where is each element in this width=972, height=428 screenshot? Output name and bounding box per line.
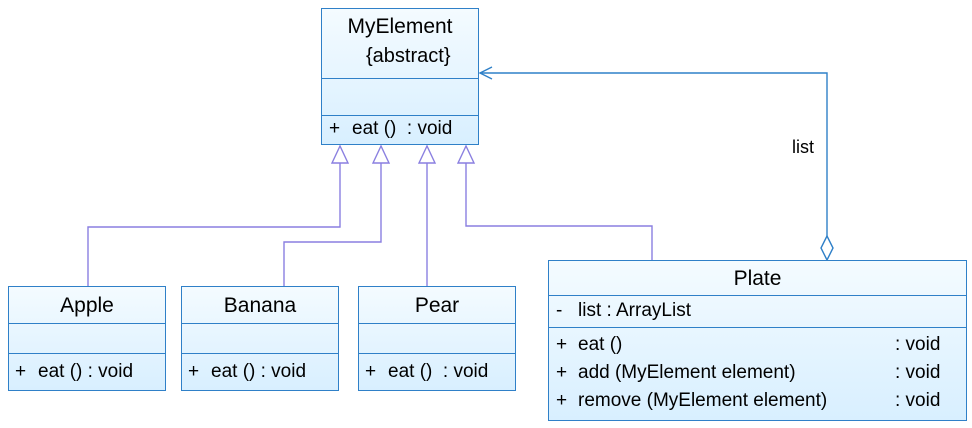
attributes-compartment [549,295,966,328]
aggregation-diamond [820,234,834,262]
operation-eat-return: : void [895,334,941,355]
class-banana[interactable]: Banana + eat () : void [181,286,339,391]
operation-eat: eat () : void [211,361,307,382]
class-name: Pear [414,294,460,317]
aggregation-arrowhead [478,66,493,80]
class-plate[interactable]: Plate - list : ArrayList + eat () : void… [548,260,967,421]
operation-add: add (MyElement element) [578,362,796,383]
attributes-compartment [322,78,478,116]
operation-visibility: + [556,334,568,355]
attribute-list: list : ArrayList [578,300,691,321]
pear-generalization-arrow [417,144,437,164]
class-name: Apple [60,294,114,317]
operations-compartment [359,353,515,392]
aggregation-line [480,72,828,236]
operation-visibility: + [15,361,27,382]
plate-generalization-line [465,163,653,260]
class-myelement[interactable]: MyElement {abstract} + eat () : void [321,8,479,145]
operation-remove-return: : void [895,390,941,411]
operation-remove: remove (MyElement element) [578,390,828,411]
association-label: list [792,137,814,157]
operation-eat: eat () : void [38,361,134,382]
operation-eat: eat () [578,334,623,355]
operations-compartment [322,115,478,146]
operation-add-return: : void [895,362,941,383]
apple-generalization-arrow [330,144,350,164]
operation-visibility: + [329,118,341,139]
operation-eat: eat () : void [388,361,489,382]
attributes-compartment [182,323,338,354]
attributes-compartment [359,323,515,354]
apple-generalization-line [87,163,341,286]
class-name: Banana [223,294,297,317]
class-apple[interactable]: Apple + eat () : void [8,286,166,391]
plate-generalization-arrow [456,144,476,164]
class-name: Plate [733,267,782,290]
banana-generalization-arrow [371,144,391,164]
operation-visibility: + [188,361,200,382]
operation-visibility: + [556,362,568,383]
operation-visibility: + [365,361,377,382]
attribute-visibility: - [556,300,563,321]
operations-compartment [9,353,165,392]
class-pear[interactable]: Pear + eat () : void [358,286,516,391]
banana-generalization-line [283,163,382,286]
operations-compartment [549,327,966,422]
class-stereotype: {abstract} [366,45,451,67]
class-name: MyElement [347,15,453,38]
operations-compartment [182,353,338,392]
attributes-compartment [9,323,165,354]
operation-eat: eat () : void [352,118,453,139]
operation-visibility: + [556,390,568,411]
